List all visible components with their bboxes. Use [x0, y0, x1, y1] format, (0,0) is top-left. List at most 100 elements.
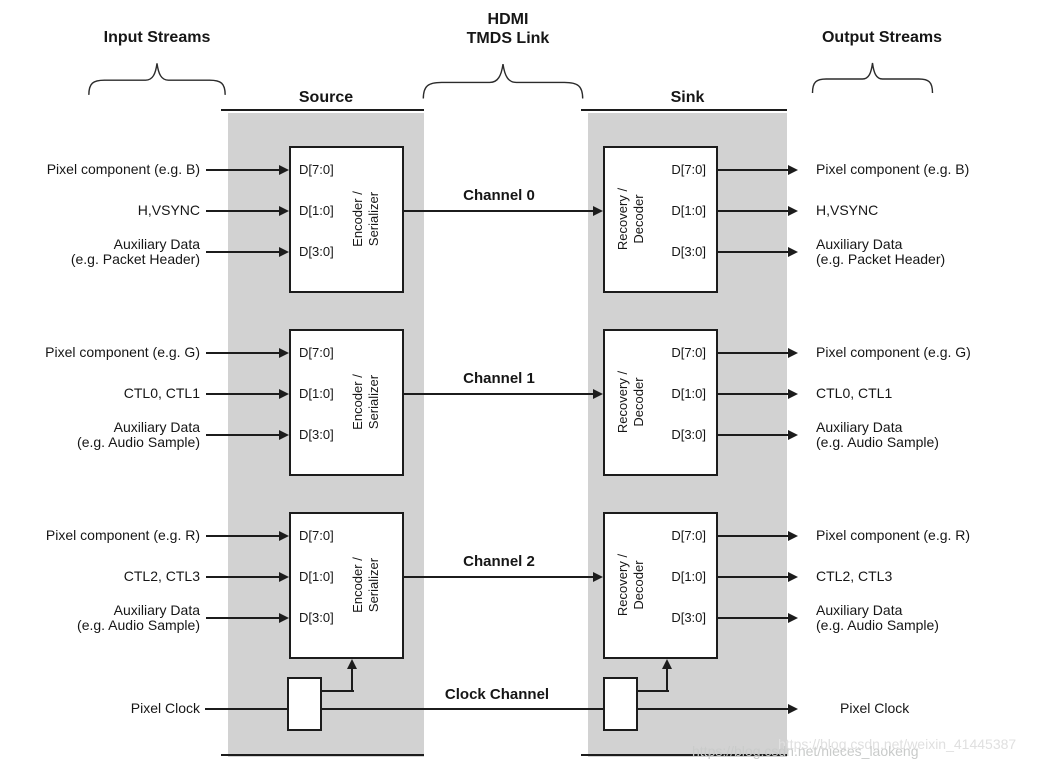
output-arrow-line: [718, 434, 789, 436]
hdmi-tmds-link-heading: HDMI TMDS Link: [466, 11, 550, 47]
input-arrowhead: [279, 430, 289, 440]
output-arrowhead: [788, 572, 798, 582]
encoder-d-label: D[1:0]: [299, 386, 334, 401]
channel-1-label: Channel 1: [463, 370, 535, 387]
clock-branch-line-source: [322, 690, 354, 692]
encoder-serializer-label: Encoder / Serializer: [350, 191, 381, 247]
decoder-d-label: D[1:0]: [671, 386, 706, 401]
recovery-decoder-box-2: [603, 512, 718, 659]
output-streams-heading: Output Streams: [821, 29, 942, 46]
input-arrowhead: [279, 613, 289, 623]
decoder-d-label: D[7:0]: [671, 528, 706, 543]
clock-branch-arrowhead-source: [347, 659, 357, 669]
channel-2-label: Channel 2: [463, 553, 535, 570]
input-signal-label: Pixel component (e.g. G): [45, 344, 200, 360]
input-arrow-line: [206, 617, 280, 619]
output-arrow-line: [718, 617, 789, 619]
clock-channel-line: [322, 708, 603, 710]
output-arrow-line: [718, 169, 789, 171]
encoder-serializer-label: Encoder / Serializer: [350, 557, 381, 613]
output-arrow-line: [718, 576, 789, 578]
decoder-d-label: D[1:0]: [671, 203, 706, 218]
input-arrow-line: [206, 352, 280, 354]
pixel-clock-input-line: [205, 708, 287, 710]
input-arrow-line: [206, 576, 280, 578]
source-bottom-rule: [221, 754, 424, 756]
channel-1-arrowhead: [593, 389, 603, 399]
channel-0-line: [404, 210, 594, 212]
clock-branch-riser-sink: [666, 667, 668, 691]
encoder-serializer-box-1: [289, 329, 404, 476]
input-streams-heading: Input Streams: [103, 29, 211, 46]
clock-channel-label: Clock Channel: [444, 686, 550, 703]
recovery-decoder-box-0: [603, 146, 718, 293]
encoder-d-label: D[3:0]: [299, 427, 334, 442]
output-signal-label: Pixel component (e.g. B): [816, 161, 970, 177]
decoder-d-label: D[7:0]: [671, 162, 706, 177]
input-signal-label: Auxiliary Data (e.g. Packet Header): [70, 236, 200, 267]
input-arrow-line: [206, 169, 280, 171]
decoder-d-label: D[3:0]: [671, 244, 706, 259]
input-arrow-line: [206, 393, 280, 395]
watermark-url-dark: https://blog.csdn.net/nieces_laokeng: [692, 743, 919, 759]
output-signal-label: Auxiliary Data (e.g. Audio Sample): [816, 602, 939, 633]
input-signal-label: CTL0, CTL1: [123, 385, 200, 401]
output-signal-label: CTL0, CTL1: [816, 385, 893, 401]
source-heading: Source: [298, 89, 354, 106]
channel-1-line: [404, 393, 594, 395]
input-signal-label: Auxiliary Data (e.g. Audio Sample): [77, 419, 200, 450]
output-arrowhead: [788, 389, 798, 399]
output-arrow-line: [718, 535, 789, 537]
decoder-d-label: D[3:0]: [671, 610, 706, 625]
output-arrow-line: [718, 251, 789, 253]
pixel-clock-output-label: Pixel Clock: [840, 700, 910, 716]
decoder-d-label: D[7:0]: [671, 345, 706, 360]
input-arrow-line: [206, 210, 280, 212]
input-arrowhead: [279, 348, 289, 358]
input-arrow-line: [206, 535, 280, 537]
output-arrow-line: [718, 393, 789, 395]
channel-2-line: [404, 576, 594, 578]
encoder-d-label: D[7:0]: [299, 345, 334, 360]
encoder-serializer-box-0: [289, 146, 404, 293]
encoder-serializer-label: Encoder / Serializer: [350, 374, 381, 430]
input-signal-label: Pixel component (e.g. R): [45, 527, 200, 543]
sink-top-rule: [581, 109, 787, 111]
encoder-d-label: D[1:0]: [299, 569, 334, 584]
recovery-decoder-box-1: [603, 329, 718, 476]
channel-0-label: Channel 0: [463, 187, 535, 204]
clock-buffer-box-sink: [603, 677, 638, 731]
source-top-rule: [221, 109, 424, 111]
output-arrowhead: [788, 613, 798, 623]
output-signal-label: Auxiliary Data (e.g. Packet Header): [816, 236, 946, 267]
output-arrowhead: [788, 348, 798, 358]
clock-buffer-box-source: [287, 677, 322, 731]
channel-2-arrowhead: [593, 572, 603, 582]
watermark-url-light: https://blog.csdn.net/weixin_41445387: [778, 736, 1017, 752]
input-signal-label: Auxiliary Data (e.g. Audio Sample): [77, 602, 200, 633]
input-arrowhead: [279, 531, 289, 541]
input-arrowhead: [279, 206, 289, 216]
input-arrowhead: [279, 165, 289, 175]
hdmi-tmds-link-brace: [420, 56, 586, 102]
output-arrowhead: [788, 430, 798, 440]
output-signal-label: CTL2, CTL3: [816, 568, 893, 584]
output-arrowhead: [788, 165, 798, 175]
decoder-d-label: D[3:0]: [671, 427, 706, 442]
clock-branch-arrowhead-sink: [662, 659, 672, 669]
decoder-d-label: D[1:0]: [671, 569, 706, 584]
channel-0-arrowhead: [593, 206, 603, 216]
output-arrowhead: [788, 531, 798, 541]
output-signal-label: H,VSYNC: [816, 202, 879, 218]
pixel-clock-output-line: [638, 708, 789, 710]
input-arrowhead: [279, 247, 289, 257]
encoder-d-label: D[1:0]: [299, 203, 334, 218]
pixel-clock-output-arrowhead: [788, 704, 798, 714]
pixel-clock-input-label: Pixel Clock: [130, 700, 200, 716]
output-signal-label: Pixel component (e.g. R): [816, 527, 971, 543]
output-signal-label: Pixel component (e.g. G): [816, 344, 971, 360]
sink-heading: Sink: [670, 89, 705, 106]
input-arrow-line: [206, 251, 280, 253]
input-streams-brace: [86, 56, 228, 98]
